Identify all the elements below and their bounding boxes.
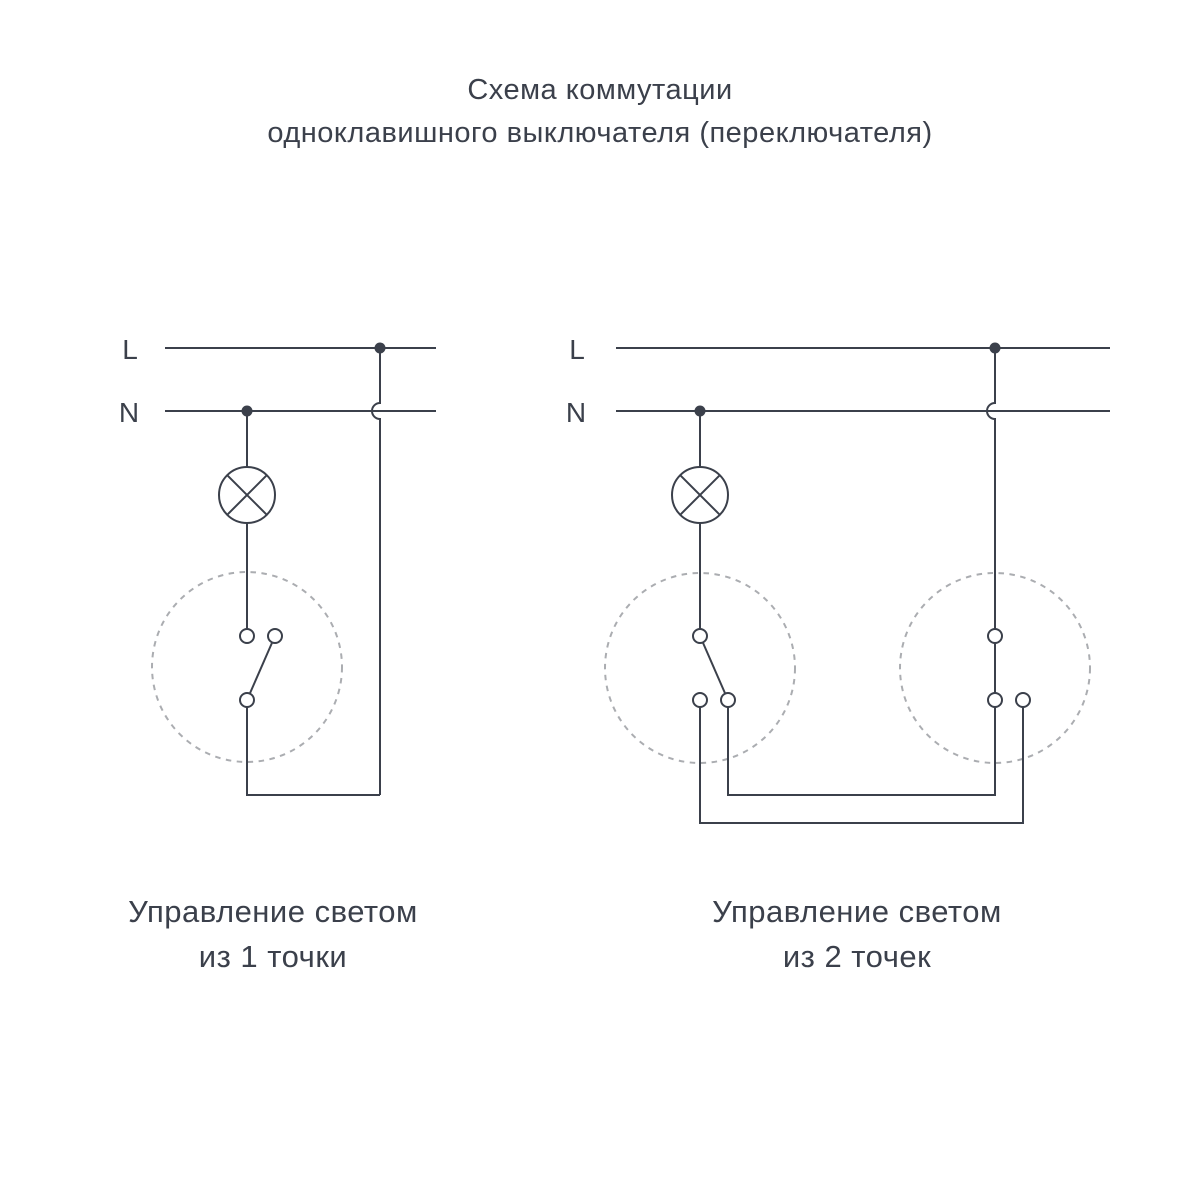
switch-lever [248, 641, 274, 695]
switch-terminal [239, 692, 255, 708]
diagram-two-point-control: L N [566, 334, 1110, 974]
wire-switch-to-live [246, 707, 380, 796]
left-caption-line2: из 1 точки [199, 939, 347, 974]
live-line-label: L [569, 334, 585, 365]
switch-terminal [987, 628, 1003, 644]
lamp-icon [671, 466, 729, 524]
diagram-title-line2: одноклавишного выключателя (переключател… [267, 117, 932, 149]
wire-traveler-inner [727, 707, 996, 796]
diagram-one-point-control: L N Управление светом из 1 точки [119, 334, 436, 974]
neutral-line-label: N [566, 397, 586, 428]
switch-terminal [692, 692, 708, 708]
live-line-label: L [122, 334, 138, 365]
switch-boundary-dashed-circle [899, 572, 1091, 764]
diagram-title-line1: Схема коммутации [467, 74, 732, 106]
right-caption-line1: Управление светом [712, 894, 1002, 929]
switch-terminal [720, 692, 736, 708]
switch-terminal [987, 692, 1003, 708]
wire-live-drop-with-hop [986, 348, 996, 629]
switch-terminal [267, 628, 283, 644]
wire-live-drop-with-hop [371, 348, 381, 795]
switch-boundary-dashed-circle [151, 571, 343, 763]
switch-boundary-dashed-circle [604, 572, 796, 764]
neutral-line-label: N [119, 397, 139, 428]
wire-traveler-outer [699, 707, 1024, 824]
lamp-icon [218, 466, 276, 524]
right-caption-line2: из 2 точек [783, 939, 931, 974]
switch-terminal [692, 628, 708, 644]
switch-lever [701, 641, 727, 695]
switch-terminal [239, 628, 255, 644]
left-caption-line1: Управление светом [128, 894, 418, 929]
switch-terminal [1015, 692, 1031, 708]
